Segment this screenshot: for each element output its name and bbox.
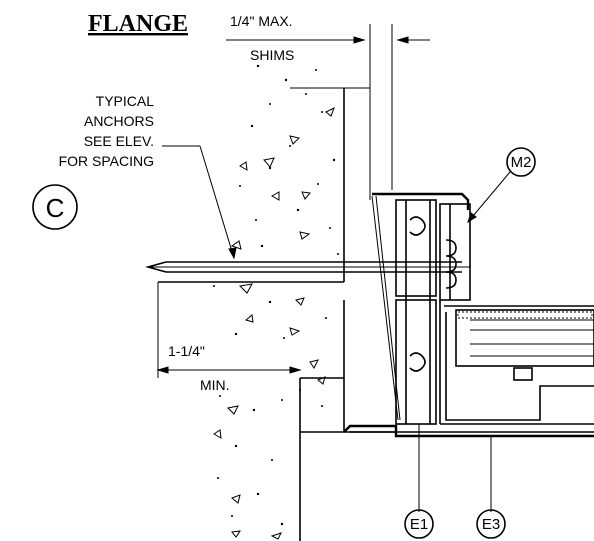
anchor-tip xyxy=(145,261,167,273)
glazing-unit xyxy=(444,305,594,381)
anchor-bolt xyxy=(145,261,470,273)
embed-dim-text-bottom: MIN. xyxy=(200,377,230,393)
concrete-wall xyxy=(157,88,594,541)
shim-dim-text-bottom: SHIMS xyxy=(250,47,294,63)
concrete-stipple xyxy=(213,64,339,526)
tag-e1-label: E1 xyxy=(410,516,428,533)
frame-lower-body xyxy=(395,299,437,425)
mullion-frame xyxy=(343,192,594,438)
tag-e3-label: E3 xyxy=(482,516,500,533)
embed-dim-text-top: 1-1/4" xyxy=(168,343,205,359)
note-line-1: TYPICAL xyxy=(96,93,155,109)
note-line-3: SEE ELEV. xyxy=(84,133,154,149)
frame-upper-body xyxy=(395,199,437,297)
note-line-4: FOR SPACING xyxy=(59,153,154,169)
anchor-note: TYPICAL ANCHORS SEE ELEV. FOR SPACING xyxy=(59,93,155,169)
embed-dimension xyxy=(156,366,302,374)
frame-sill-profile xyxy=(445,312,594,421)
tag-m2: M2 xyxy=(467,147,536,224)
title: FLANGE xyxy=(88,11,188,37)
screw-spline xyxy=(445,239,457,289)
tag-e1: E1 xyxy=(404,424,434,539)
note-line-2: ANCHORS xyxy=(84,113,154,129)
tag-m2-circle xyxy=(506,147,536,177)
snap-key-upper xyxy=(409,216,426,236)
shim-dimension xyxy=(226,24,430,200)
section-marker-circle xyxy=(32,184,78,230)
anchor-leader xyxy=(162,145,237,260)
frame-head xyxy=(372,192,470,210)
section-marker-label: C xyxy=(46,193,65,223)
tag-m2-label: M2 xyxy=(511,154,532,171)
concrete-aggregate xyxy=(213,106,335,540)
tag-e1-circle xyxy=(404,509,434,539)
glazing-gasket xyxy=(457,311,593,319)
setting-block xyxy=(513,367,533,381)
frame-pressure-cap xyxy=(439,203,471,301)
tag-e3-circle xyxy=(476,509,506,539)
tag-e3: E3 xyxy=(476,436,506,539)
frame-base-flange xyxy=(343,424,594,438)
shim-dim-text-top: 1/4" MAX. xyxy=(230,13,293,29)
snap-key-lower xyxy=(409,352,426,372)
glass-panel xyxy=(455,309,594,367)
